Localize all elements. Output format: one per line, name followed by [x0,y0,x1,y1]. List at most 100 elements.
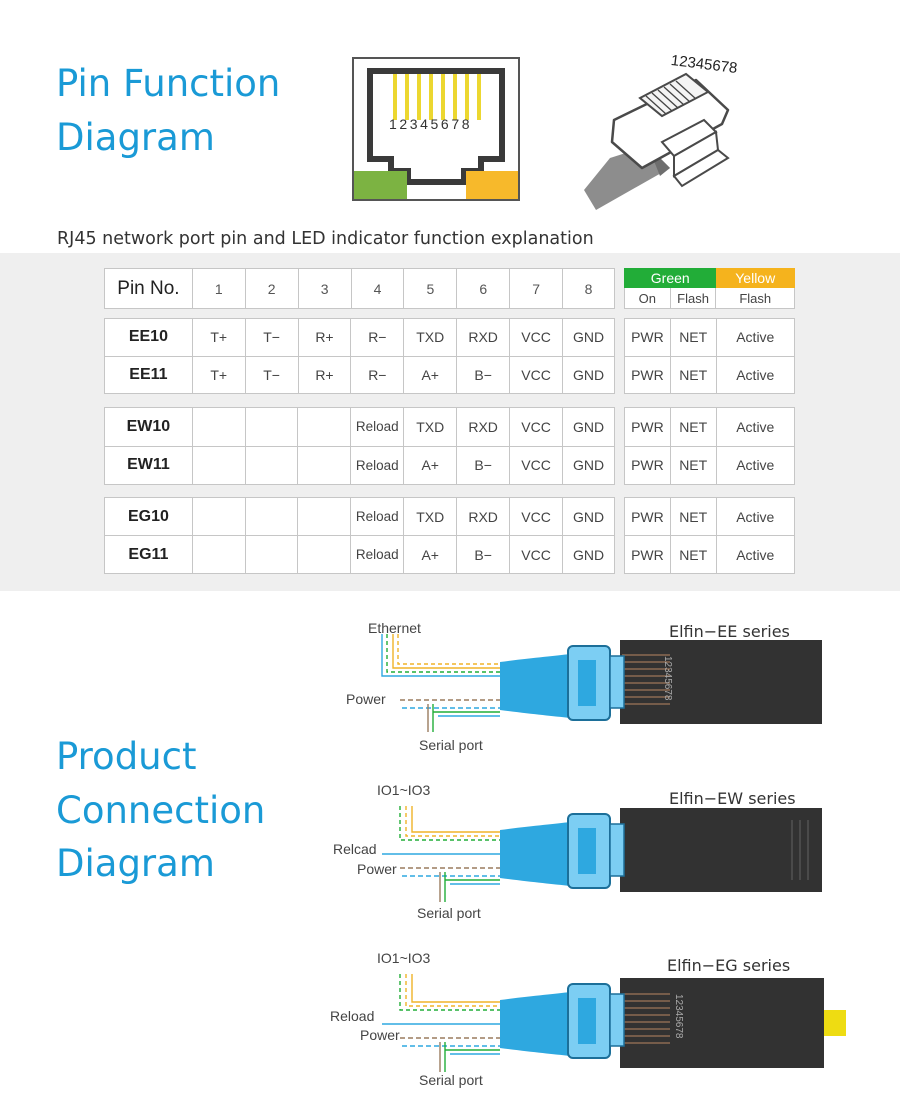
pin-cell [191,497,246,536]
led-cell: Active [715,535,796,574]
pin-table-eg: EG10 Reload TXD RXD VCC GND EG11 Reload … [104,497,615,574]
led-header-table: Green Yellow On Flash Flash [623,268,795,309]
pin-number: 7 [509,268,564,309]
led-cell: PWR [624,318,671,357]
pin-cell: GND [562,318,615,357]
ee-ethernet-label: Ethernet [368,620,421,636]
eg-antenna-connector [822,1010,846,1036]
pin-cell: VCC [509,445,563,485]
led-cell: Active [715,407,796,447]
eg-wires [382,974,500,1072]
led-table-eg: PWR NET Active PWR NET Active [624,497,796,574]
pin-cell: Reload [350,535,405,574]
pin-cell [297,407,352,447]
pin-cell: VCC [509,535,563,574]
led-cell: Active [715,497,796,536]
pin-cell: RXD [456,318,511,357]
pin-cell: A+ [403,445,458,485]
ew-device-body [620,808,822,892]
product-connection-heading: Product Connection Diagram [56,735,266,886]
pin-cell [244,497,299,536]
led-table-ew: PWR NET Active PWR NET Active [624,407,796,485]
pin-cell: RXD [456,497,511,536]
ee-connector-pins [622,654,670,705]
pin-cell: T− [244,318,299,357]
model-name: EW10 [104,407,193,447]
pin-table-ee: EE10 T+ T− R+ R− TXD RXD VCC GND EE11 T+… [104,318,615,394]
pin-cell [244,407,299,447]
pin-cell: T− [244,355,299,394]
pin-cell: R+ [297,318,352,357]
led-cell: Active [715,355,796,394]
pin-function-heading: Pin Function Diagram [56,62,281,159]
jack-pin-contacts [393,74,481,120]
ew-power-label: Power [357,861,397,877]
led-cell: NET [669,407,717,447]
rj45-plug-illustration [584,72,730,210]
pin-cell: GND [562,355,615,394]
yellow-led-header: Yellow [715,268,795,288]
yellow-flash-label: Flash [715,287,795,309]
green-on-label: On [624,287,671,309]
eg-cable [500,992,570,1056]
model-name: EW11 [104,445,193,485]
led-cell: PWR [624,355,671,394]
pin-cell: VCC [509,355,563,394]
ee-cable [500,654,570,718]
led-cell: PWR [624,497,671,536]
eg-device-body [620,978,824,1068]
pin-cell: Reload [350,445,405,485]
pin-cell: Reload [350,497,405,536]
pin-cell: TXD [403,318,458,357]
pin-cell: VCC [509,407,563,447]
ew-io-label: IO1~IO3 [377,782,431,798]
rj45-jack-illustration [352,57,520,201]
pin-cell: RXD [456,407,511,447]
pin-number: 3 [297,268,352,309]
pin-number: 1 [191,268,246,309]
ew-reload-label: Relcad [333,841,377,857]
pin-cell [191,407,246,447]
pin-cell: A+ [403,535,458,574]
pin-cell: B− [456,355,511,394]
ee-serial-port-label: Serial port [419,737,483,753]
ee-power-label: Power [346,691,386,707]
ee-wires [381,634,500,732]
eg-serial-port-label: Serial port [419,1072,483,1088]
pin-cell: GND [562,407,615,447]
led-cell: Active [715,445,796,485]
green-led-header: Green [623,268,717,288]
pin-table-ew: EW10 Reload TXD RXD VCC GND EW11 Reload … [104,407,615,485]
model-name: EG10 [104,497,193,536]
pin-cell: GND [562,445,615,485]
eg-reload-label: Reload [330,1008,375,1024]
pin-cell [191,445,246,485]
jack-pin-numbers: 12345678 [389,116,473,132]
ew-connection-diagram [382,806,822,902]
pin-cell: B− [456,535,511,574]
ee-connector-pin-numbers: 12345678 [662,656,673,701]
ew-wires [382,806,500,902]
pin-cell: GND [562,535,615,574]
pin-number: 2 [244,268,299,309]
ee-series-label: Elfin−EE series [669,622,790,641]
pin-number: 4 [350,268,405,309]
pin-header-table: Pin No. 1 2 3 4 5 6 7 8 [104,268,615,309]
ee-device-body [620,640,822,724]
eg-series-label: Elfin−EG series [667,956,791,975]
pin-cell: GND [562,497,615,536]
ew-series-label: Elfin−EW series [669,789,796,808]
led-cell: NET [669,355,717,394]
pin-cell [297,535,352,574]
pin-number: 8 [562,268,615,309]
led-table-ee: PWR NET Active PWR NET Active [624,318,796,394]
model-name: EE11 [104,355,193,394]
pin-cell [191,535,246,574]
green-flash-label: Flash [669,287,717,309]
jack-yellow-led [466,171,518,199]
pin-cell: VCC [509,318,563,357]
pin-number: 6 [456,268,511,309]
pin-cell: VCC [509,497,563,536]
eg-io-label: IO1~IO3 [377,950,431,966]
pin-cell: TXD [403,497,458,536]
